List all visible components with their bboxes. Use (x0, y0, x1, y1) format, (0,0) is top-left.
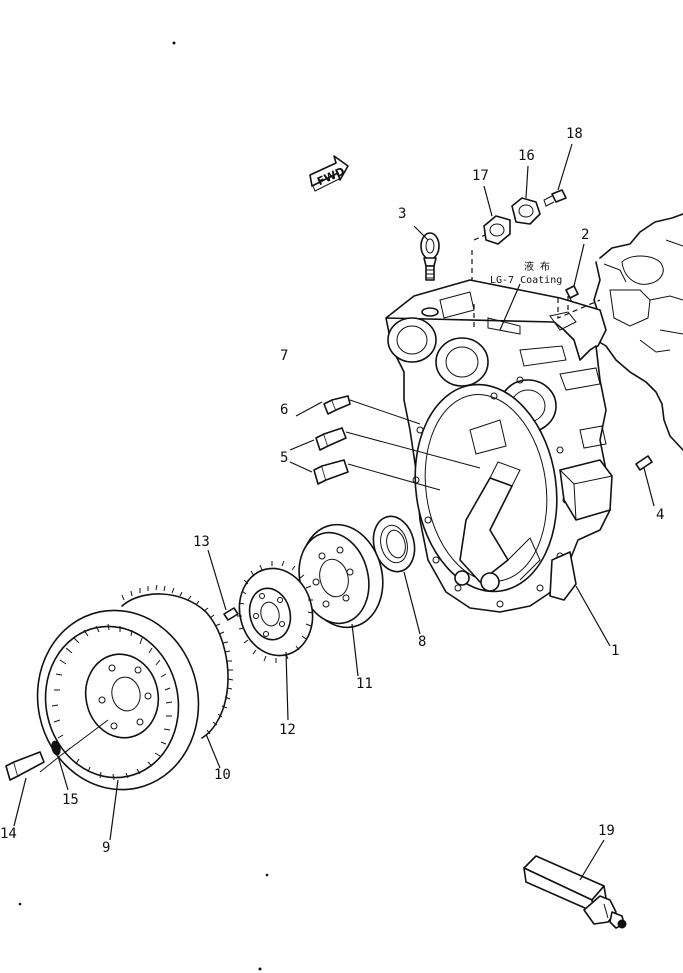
flywheel-part-9 (36, 609, 200, 791)
cover-part-16 (511, 197, 541, 225)
callout-5: 5 (280, 450, 288, 466)
callout-17: 17 (472, 168, 489, 184)
callout-15: 15 (62, 792, 79, 808)
gear-part-12 (237, 560, 314, 663)
gasket-part-17 (483, 215, 511, 245)
leader-lines (13, 143, 655, 881)
bolt-part-18 (543, 189, 567, 207)
callout-6: 6 (280, 402, 288, 418)
fwd-arrow-icon: FWD (309, 155, 349, 192)
ring-gear-part-10 (121, 584, 234, 739)
callout-7: 7 (280, 348, 288, 364)
plug-part-2 (565, 285, 579, 303)
coating-note-text: LG-7 Coating (490, 275, 562, 286)
callout-1: 1 (611, 643, 619, 659)
bolt-part-7 (323, 395, 421, 425)
callout-19: 19 (598, 823, 615, 839)
bolt-part-14 (5, 751, 45, 781)
callout-13: 13 (193, 534, 210, 550)
bolt-part-6 (315, 427, 481, 469)
pin-part-4 (635, 455, 653, 471)
eyebolt-part-3 (420, 232, 440, 281)
washer-part-15 (51, 740, 61, 756)
callout-10: 10 (214, 767, 231, 783)
callout-14: 14 (0, 826, 17, 842)
engine-block (589, 213, 683, 451)
callout-18: 18 (566, 126, 583, 142)
bolt-part-5 (313, 459, 441, 491)
dowel-part-13 (223, 607, 239, 621)
callout-4: 4 (656, 507, 664, 523)
callout-9: 9 (102, 840, 110, 856)
callout-8: 8 (418, 634, 426, 650)
callout-16: 16 (518, 148, 535, 164)
callout-12: 12 (279, 722, 296, 738)
callout-3: 3 (398, 206, 406, 222)
coating-note-kanji: 液 布 (524, 260, 550, 273)
flywheel-housing (385, 279, 613, 613)
callout-11: 11 (356, 676, 373, 692)
oil-seal-part-8 (372, 515, 416, 573)
callout-2: 2 (581, 227, 589, 243)
tool-part-19 (523, 855, 627, 929)
